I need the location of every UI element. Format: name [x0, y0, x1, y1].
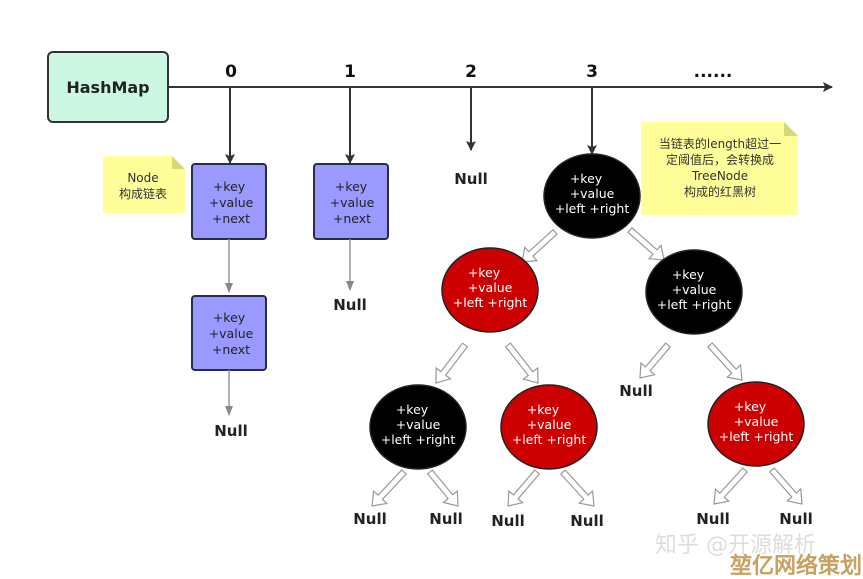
- null-label: Null: [619, 382, 653, 400]
- tree-child-arrow: [627, 226, 665, 261]
- tree-field: +key: [527, 402, 560, 417]
- note-linked-list: Node 构成链表: [103, 156, 185, 213]
- index-label: 1: [344, 62, 356, 82]
- null-label: Null: [353, 510, 387, 528]
- note-treenode: 当链表的length超过一 定阈值后，会转换成 TreeNode 构成的红黑树: [641, 122, 798, 215]
- note-line: 构成链表: [119, 186, 167, 201]
- tree-child-arrow: [559, 469, 595, 507]
- watermark-zhihu: 知乎 @开源解析: [655, 533, 816, 558]
- list-node: +key +value +next: [313, 163, 389, 240]
- tree-child-arrow: [706, 342, 743, 381]
- index-label: 2: [465, 62, 477, 82]
- null-label: Null: [333, 296, 367, 314]
- red-tree-node: +key+value+left +right: [500, 384, 598, 470]
- null-label: Null: [779, 510, 813, 528]
- null-label: Null: [214, 422, 248, 440]
- tree-child-arrow: [435, 342, 469, 384]
- tree-child-arrow: [713, 467, 749, 505]
- tree-child-arrow: [504, 342, 539, 384]
- field-key: +key: [213, 310, 246, 325]
- field-next: +next: [333, 211, 371, 226]
- tree-child-arrow: [507, 469, 541, 507]
- hashmap-label: HashMap: [66, 78, 149, 97]
- field-next: +next: [212, 211, 250, 226]
- tree-field: +key: [396, 402, 429, 417]
- field-value: +value: [330, 195, 375, 210]
- index-label: 0: [225, 62, 237, 82]
- null-label: Null: [491, 512, 525, 530]
- note-line: 定阈值后，会转换成: [666, 152, 774, 167]
- null-label: Null: [570, 512, 604, 530]
- tree-child-arrow: [371, 469, 408, 507]
- watermark-brand: 堃亿网络策划: [730, 553, 862, 579]
- list-node: +key +value +next: [191, 163, 267, 240]
- null-label: Null: [696, 510, 730, 528]
- null-label: Null: [429, 510, 463, 528]
- tree-field: +value: [672, 282, 717, 297]
- black-tree-node: +key+value+left +right: [645, 249, 743, 335]
- field-key: +key: [213, 179, 246, 194]
- tree-field: +value: [468, 280, 513, 295]
- tree-field: +value: [527, 417, 572, 432]
- tree-field: +left +right: [381, 432, 456, 447]
- tree-field: +value: [396, 417, 441, 432]
- list-node: +key +value +next: [191, 295, 267, 371]
- index-label: 3: [586, 62, 598, 82]
- tree-child-arrow: [426, 469, 459, 507]
- tree-field: +left +right: [453, 295, 528, 310]
- black-tree-node: +key+value+left +right: [543, 153, 641, 239]
- field-value: +value: [209, 195, 254, 210]
- note-line: Node: [127, 171, 158, 185]
- field-key: +key: [335, 179, 368, 194]
- tree-field: +left +right: [719, 429, 794, 444]
- black-tree-node: +key+value+left +right: [369, 384, 467, 470]
- note-line: TreeNode: [691, 169, 748, 183]
- tree-field: +key: [672, 267, 705, 282]
- tree-field: +key: [570, 171, 603, 186]
- tree-field: +left +right: [657, 297, 732, 312]
- tree-child-arrow: [639, 342, 672, 379]
- tree-field: +left +right: [555, 201, 630, 216]
- tree-field: +value: [570, 186, 615, 201]
- red-tree-node: +key+value+left +right: [441, 247, 539, 333]
- tree-field: +left +right: [512, 432, 587, 447]
- note-line: 构成的红黑树: [684, 184, 756, 199]
- tree-field: +key: [734, 399, 767, 414]
- red-tree-node: +key+value+left +right: [707, 381, 805, 467]
- tree-field: +value: [734, 414, 779, 429]
- note-line: 当链表的length超过一: [659, 136, 781, 151]
- tree-child-arrow: [521, 228, 558, 263]
- null-label: Null: [454, 170, 488, 188]
- tree-field: +key: [468, 265, 501, 280]
- index-label: ......: [694, 62, 733, 82]
- field-value: +value: [209, 326, 254, 341]
- tree-child-arrow: [768, 467, 803, 505]
- field-next: +next: [212, 342, 250, 357]
